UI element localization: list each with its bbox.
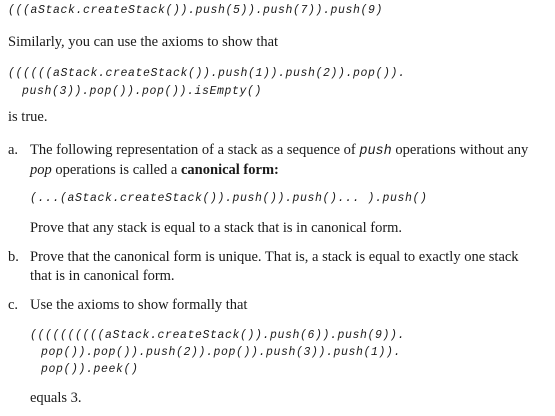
item-a-text-2: operations without any (391, 142, 529, 158)
item-a-push-word: push (359, 144, 392, 159)
item-c-paragraph: Use the axioms to show formally that (30, 297, 248, 313)
item-b-paragraph: Prove that the canonical form is unique.… (30, 249, 519, 284)
code-line-push-example: (((aStack.createStack()).push(5)).push(7… (8, 4, 384, 17)
item-b-marker: b. (8, 249, 19, 265)
code-isempty-line1: ((((((aStack.createStack()).push(1)).pus… (8, 67, 406, 80)
item-c-marker: c. (8, 297, 19, 313)
item-a-prove-text: Prove that any stack is equal to a stack… (30, 220, 403, 236)
item-c-code-line2: pop()).pop()).push(2)).pop()).push(3)).p… (41, 346, 402, 359)
item-a-paragraph: The following representation of a stack … (30, 141, 540, 180)
item-c-code-line3: pop()).peek() (41, 363, 139, 376)
item-a-text-1: The following representation of a stack … (30, 142, 360, 158)
code-isempty-line2: push(3)).pop()).pop()).isEmpty() (22, 85, 263, 98)
item-c-equals-text: equals 3. (30, 390, 82, 406)
similarly-paragraph: Similarly, you can use the axioms to sho… (8, 34, 279, 50)
item-c-code-line1: ((((((((((aStack.createStack()).push(6))… (30, 329, 406, 342)
item-a-canonical-form-term: canonical form: (181, 162, 279, 178)
is-true-text: is true. (8, 109, 48, 125)
item-a-pop-word: pop (30, 162, 52, 178)
item-a-marker: a. (8, 142, 19, 158)
item-a-text-3: operations is called a (51, 162, 181, 178)
item-a-code: (...(aStack.createStack()).push()).push(… (30, 192, 428, 205)
